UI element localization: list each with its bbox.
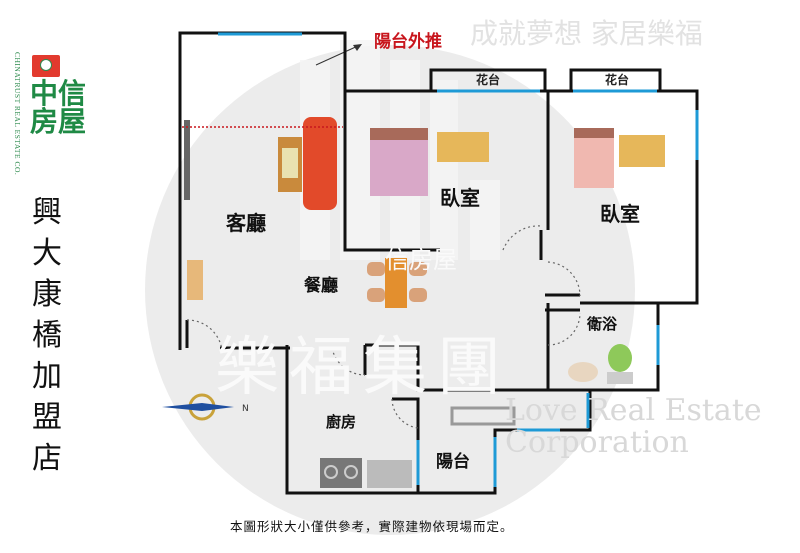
windows [218,32,699,487]
bath-sink [568,362,598,382]
bed-1 [370,128,428,196]
shoe-cabinet [187,260,203,300]
planter-label-1: 花台 [476,73,501,87]
stove [320,458,362,488]
arrow-head-icon [353,44,362,51]
room-label-living: 客廳 [226,211,266,235]
store-name: 興大康橋加盟店 [32,195,62,476]
room-label-bathroom: 衛浴 [587,315,618,333]
annotation-arrow [315,44,361,66]
room-label-bedroom-1: 臥室 [440,186,480,210]
laundry-rack [450,406,516,426]
annotation-label: 陽台外推 [374,32,442,52]
room-label-balcony: 陽台 [436,452,470,472]
compass-icon [162,393,234,421]
door-swings [186,225,581,429]
bed-2 [574,128,614,188]
planter-label-2: 花台 [605,73,630,87]
dining-table [367,258,427,308]
brand-logo-icon [32,55,60,77]
sofa [278,117,337,210]
compass-north-label: N [242,404,249,414]
room-label-dining: 餐廳 [304,276,338,296]
kitchen-sink [367,460,412,488]
brand-english: CHINATRUST REAL ESTATE CO. [13,52,22,176]
toilet [607,344,633,384]
room-label-kitchen: 廚房 [326,413,357,431]
tv-stand [184,120,190,200]
disclaimer: 本圖形狀大小僅供參考，實際建物依現場而定。 [230,519,514,534]
room-label-bedroom-2: 臥室 [600,202,640,226]
desk-2 [619,135,665,167]
brand-name: 中信房屋 [30,77,87,138]
desk-1 [437,132,489,162]
